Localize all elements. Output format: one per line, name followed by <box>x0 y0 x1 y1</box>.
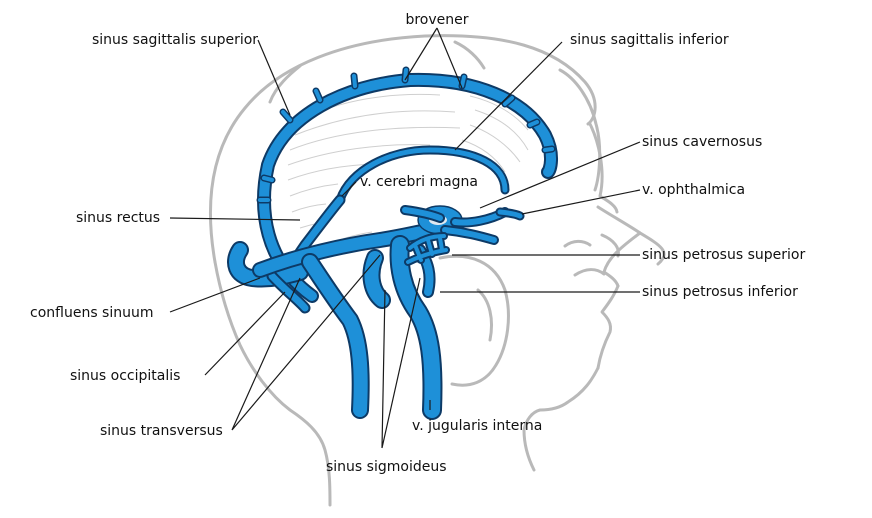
leader-lines <box>169 27 641 449</box>
label-confluens-sinuum: confluens sinuum <box>30 305 154 321</box>
label-sinus-occipitalis: sinus occipitalis <box>70 368 180 384</box>
label-sinus-cavernosus: sinus cavernosus <box>642 134 762 150</box>
venous-system <box>227 66 558 420</box>
label-sinus-sigmoideus: sinus sigmoideus <box>326 459 447 475</box>
label-brovener: brovener <box>405 12 468 28</box>
head-outline <box>208 34 666 507</box>
label-sinus-petrosus-inferior: sinus petrosus inferior <box>642 284 798 300</box>
label-sinus-transversus: sinus transversus <box>100 423 223 439</box>
labels: brovener sinus sagittalis superior sinus… <box>30 12 805 475</box>
label-sinus-petrosus-superior: sinus petrosus superior <box>642 247 805 263</box>
label-sinus-sagittalis-superior: sinus sagittalis superior <box>92 32 258 48</box>
label-v-ophthalmica: v. ophthalmica <box>642 182 745 198</box>
label-v-jugularis-interna: v. jugularis interna <box>412 418 542 434</box>
label-sinus-sagittalis-inferior: sinus sagittalis inferior <box>570 32 729 48</box>
label-v-cerebri-magna: v. cerebri magna <box>360 174 478 190</box>
label-sinus-rectus: sinus rectus <box>76 210 160 226</box>
